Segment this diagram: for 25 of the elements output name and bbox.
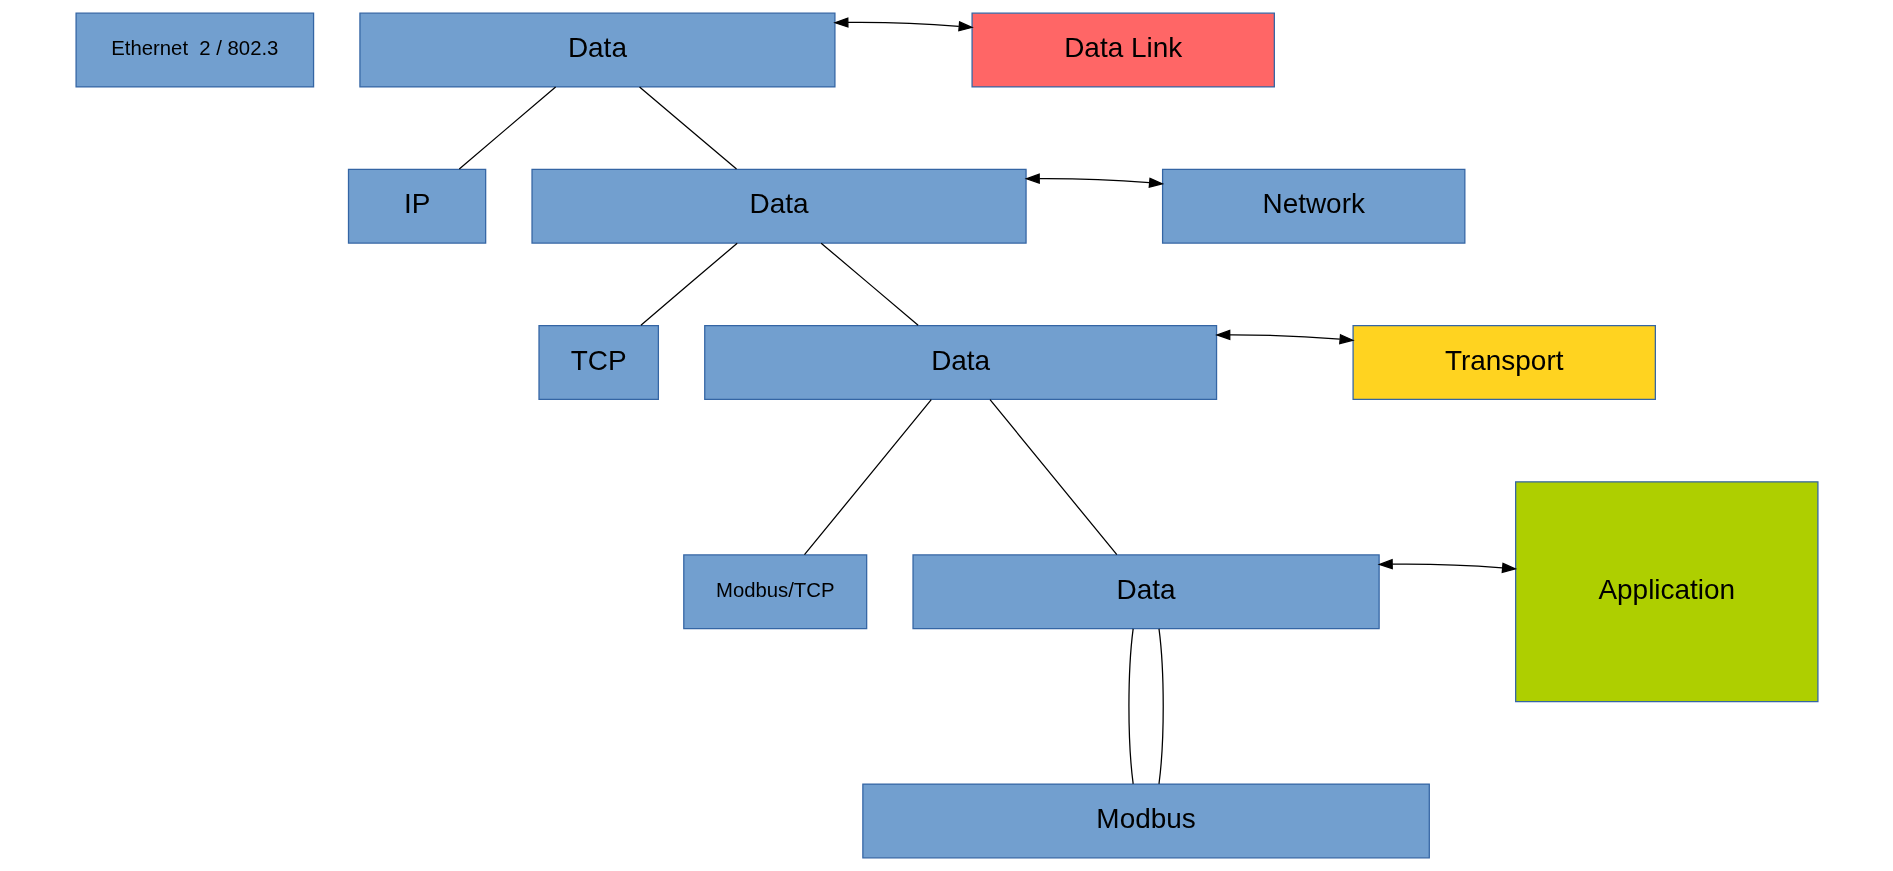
node-box: Data [530,168,1027,244]
arrow [1377,558,1517,574]
connector [639,242,738,326]
connector [820,242,919,326]
node-box: Transport [1351,325,1656,400]
node-box: Data Link [970,12,1275,88]
node-box: Ethernet 2 / 802.3 [74,12,314,88]
node-box: TCP [537,325,659,400]
connector [1127,628,1134,785]
node-box: Network [1161,168,1465,244]
arrow [1024,173,1164,188]
connector [458,86,556,170]
node-box: IP [347,168,486,244]
node-box: Data [358,12,836,88]
connector [803,399,932,556]
node-box: Application [1514,481,1819,703]
arrow [1214,329,1355,345]
node-box: Modbus [861,783,1430,859]
node-box: Data [703,325,1217,400]
node-box: Modbus/TCP [682,554,867,630]
connector [638,86,737,170]
connector [988,399,1117,556]
connector [1157,628,1164,785]
node-box: Data [911,554,1380,630]
arrow [832,17,974,32]
